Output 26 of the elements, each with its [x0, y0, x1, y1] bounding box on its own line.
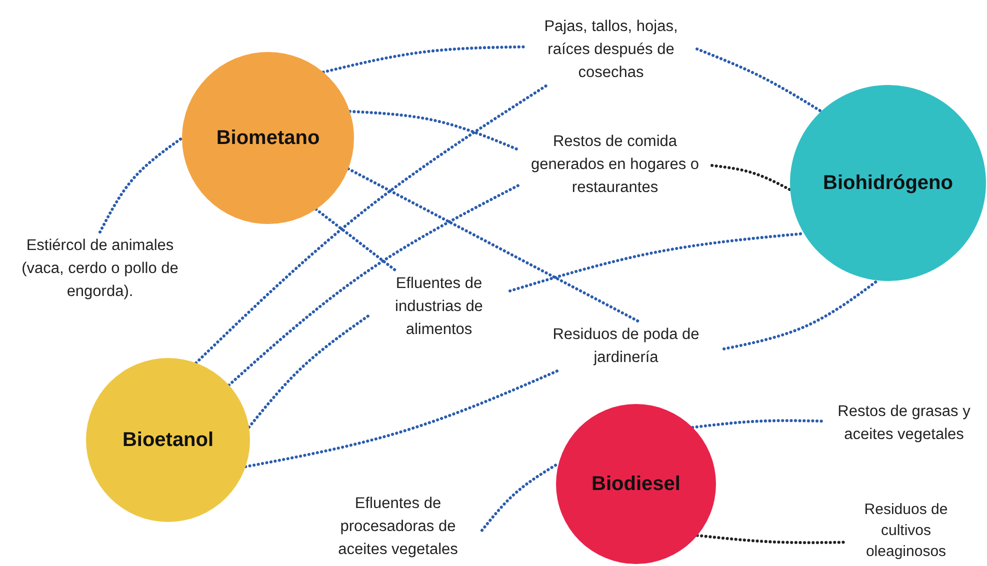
- dotted-connector: [696, 48, 823, 113]
- dotted-connector: [248, 314, 370, 429]
- circle-title: Biometano: [216, 126, 320, 150]
- source-label: Estiércol de animales (vaca, cerdo o pollo de engorda).: [20, 236, 180, 302]
- source-label: Residuos de cultivos oleaginosos: [863, 500, 949, 562]
- dotted-connector: [348, 110, 520, 152]
- source-label: Efluentes de industrias de alimentos: [394, 274, 484, 340]
- dotted-connector: [227, 184, 520, 387]
- dotted-connector: [691, 419, 824, 429]
- dotted-connector: [722, 278, 880, 350]
- source-label: Pajas, tallos, hojas, raíces después de cosechas: [543, 16, 679, 82]
- dotted-connector: [194, 84, 549, 364]
- dotted-connector: [98, 136, 184, 234]
- dotted-connector: [346, 167, 642, 324]
- circle-title: Biohidrógeno: [823, 172, 953, 194]
- dotted-connector: [244, 368, 561, 468]
- circle-title: Bioetanol: [122, 428, 214, 452]
- dotted-connector: [710, 164, 792, 192]
- dotted-connector: [322, 45, 526, 74]
- source-label: Restos de grasas y aceites vegetales: [836, 402, 972, 445]
- source-label: Efluentes de procesadoras de aceites vegetales: [337, 494, 459, 560]
- source-label: Restos de comida generados en hogares o restaurantes: [530, 132, 700, 198]
- circle-title: Biodiesel: [592, 472, 680, 496]
- source-label: Residuos de poda de jardinería: [552, 325, 700, 368]
- dotted-connector: [696, 534, 848, 544]
- dotted-connector: [314, 208, 396, 272]
